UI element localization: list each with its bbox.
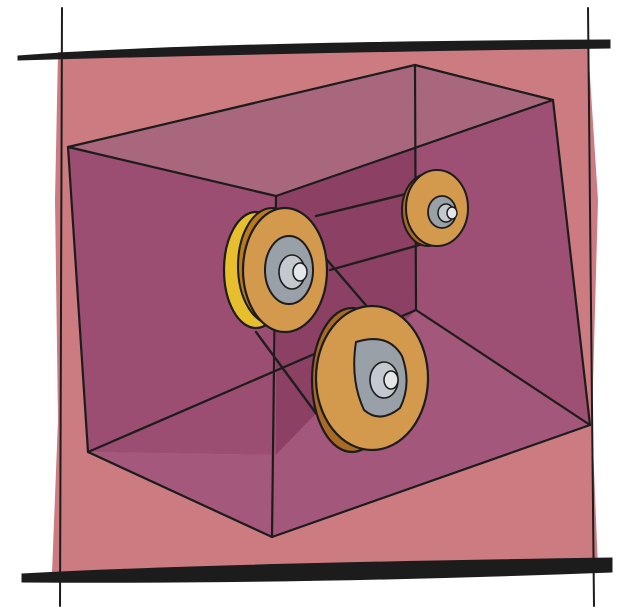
small-pulley xyxy=(402,170,468,246)
large-pulley xyxy=(312,306,428,452)
left-pulley xyxy=(224,208,327,332)
